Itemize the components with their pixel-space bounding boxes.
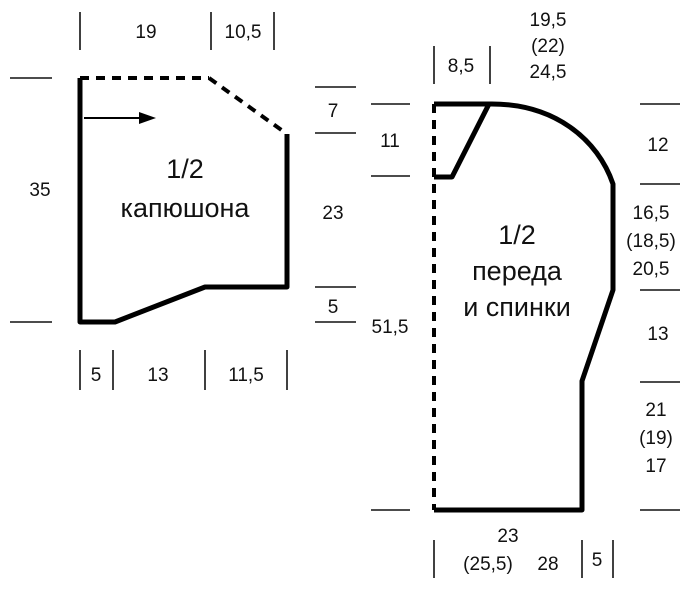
body-title-line1: 1/2 — [498, 220, 536, 250]
body-title-line3: и спинки — [463, 292, 571, 322]
body-right-2a: 16,5 — [633, 203, 670, 224]
body-right-4a: 21 — [645, 400, 666, 421]
body-neckline — [434, 101, 492, 180]
body-bottom-a: 23 — [497, 526, 518, 547]
hood-right-top: 7 — [328, 101, 339, 122]
hood-top-slant: 10,5 — [225, 22, 262, 43]
body-height-total: 51,5 — [372, 317, 409, 338]
body-right-1: 12 — [647, 135, 668, 156]
body-right-4b: (19) — [639, 428, 673, 449]
hood-top-width: 19 — [135, 22, 156, 43]
body-top-b: (22) — [531, 36, 565, 57]
body-neck-width: 8,5 — [448, 56, 474, 77]
direction-arrow-icon — [84, 112, 156, 124]
hood-height-total: 35 — [29, 180, 50, 201]
body-outline — [434, 101, 616, 513]
hood-bottom-right: 11,5 — [228, 365, 264, 386]
body-bottom-b: (25,5) — [463, 554, 513, 575]
hood-piece: 19 10,5 35 7 23 5 1/2 капюшона 5 13 — [10, 12, 356, 390]
body-right-3: 13 — [647, 324, 668, 345]
body-right-2b: (18,5) — [626, 231, 676, 252]
body-top-a: 19,5 — [530, 10, 567, 31]
body-bottom-c: 28 — [537, 554, 558, 575]
body-title-line2: переда — [472, 256, 563, 286]
hood-outline — [77, 78, 290, 325]
body-top-c: 24,5 — [530, 62, 567, 83]
hood-title-line1: 1/2 — [166, 154, 204, 184]
hood-bottom-left: 5 — [91, 365, 102, 386]
body-piece: 19,5 (22) 24,5 8,5 11 51,5 1/2 переда и … — [371, 10, 680, 578]
body-bottom-right: 5 — [592, 550, 603, 571]
hood-slant-edge — [207, 76, 289, 136]
body-right-2c: 20,5 — [633, 259, 670, 280]
hood-title-line2: капюшона — [121, 193, 251, 223]
body-neck-depth: 11 — [380, 131, 400, 152]
hood-right-mid: 23 — [322, 203, 343, 224]
hood-bottom-mid: 13 — [147, 365, 168, 386]
hood-right-bottom: 5 — [328, 297, 339, 318]
body-right-4c: 17 — [645, 456, 666, 477]
